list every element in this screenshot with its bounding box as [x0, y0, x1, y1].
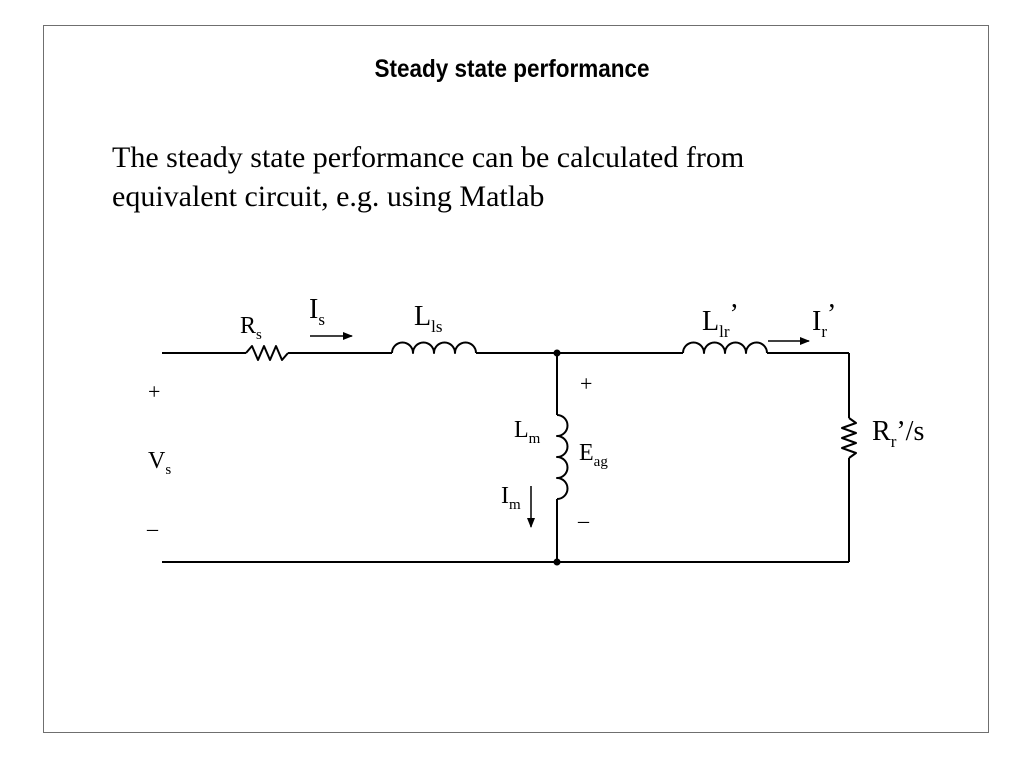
slide-body-text: The steady state performance can be calc…	[112, 138, 892, 216]
label-rr: Rr’/s	[872, 416, 924, 451]
label-ir: Ir’	[812, 299, 836, 341]
stator-leakage-inductor-lls	[391, 341, 477, 354]
label-is: Is	[309, 294, 325, 329]
label-lm: Lm	[514, 417, 541, 447]
slide-frame	[43, 25, 989, 733]
eag-plus-sign: +	[580, 371, 592, 396]
label-im: Im	[501, 483, 521, 513]
junction-node-top	[553, 349, 561, 357]
rotor-leakage-inductor-llr	[682, 341, 768, 354]
label-llr: Llr’	[702, 299, 739, 341]
vs-plus-sign: +	[148, 379, 160, 404]
eag-minus-sign: _	[577, 500, 590, 525]
label-eag: Eag	[579, 440, 608, 470]
label-lls: Lls	[414, 301, 442, 336]
junction-node-bottom	[553, 558, 561, 566]
label-vs: Vs	[148, 448, 171, 478]
rotor-resistor-rr	[841, 417, 857, 459]
magnetizing-inductor-lm	[556, 414, 569, 500]
label-rs: Rs	[240, 313, 262, 343]
stator-resistor-rs	[245, 345, 289, 361]
body-line-2: equivalent circuit, e.g. using Matlab	[112, 180, 545, 213]
slide-title: Steady state performance	[374, 55, 650, 83]
body-line-1: The steady state performance can be calc…	[112, 141, 745, 174]
vs-minus-sign: _	[146, 508, 159, 533]
